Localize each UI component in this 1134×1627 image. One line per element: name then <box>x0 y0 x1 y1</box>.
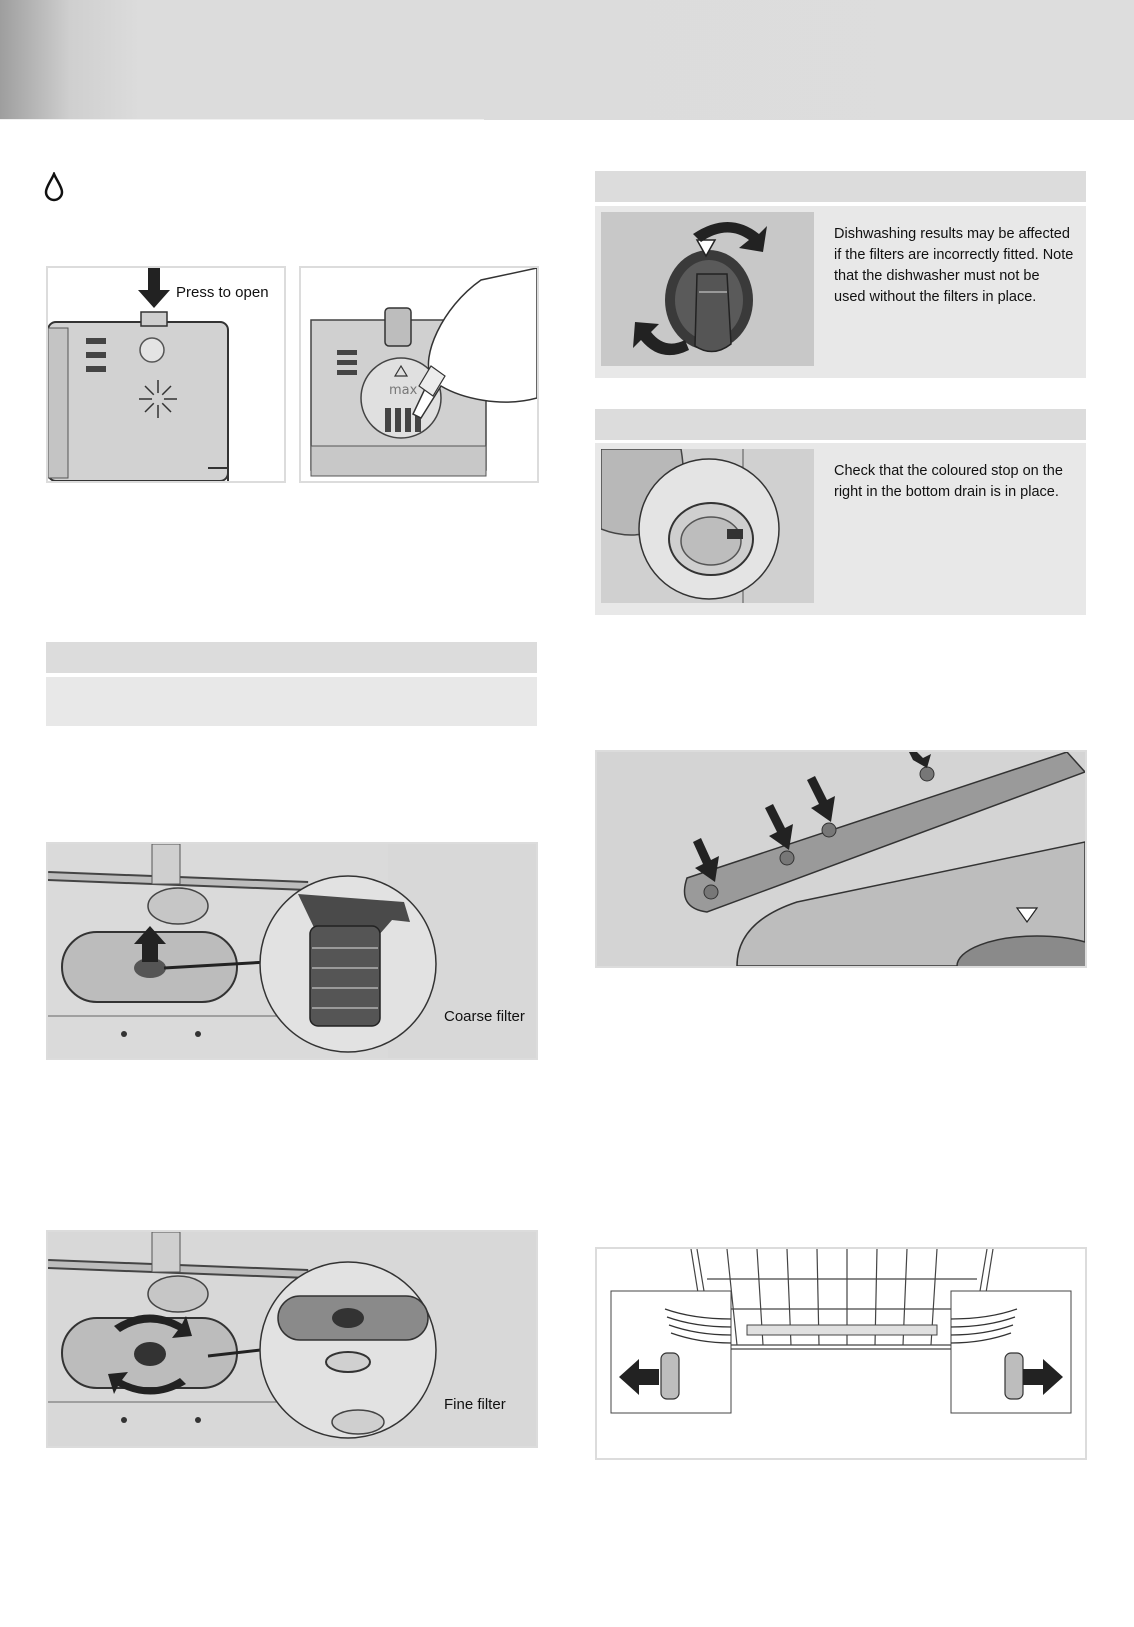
section-note-panel <box>46 677 537 726</box>
caption-coarse-filter: Coarse filter <box>444 1008 525 1025</box>
figure-drain-stop <box>601 449 814 603</box>
figure-dispenser-press <box>46 266 286 483</box>
filters-note-header-bar <box>595 171 1086 202</box>
figure-spray-arm-nozzles <box>595 750 1087 968</box>
figure-fine-filter <box>46 1230 538 1448</box>
header-band <box>0 0 1134 120</box>
section-header-bar <box>46 642 537 673</box>
drain-note-header-bar <box>595 409 1086 440</box>
filters-note-text: Dishwashing results may be affected if t… <box>834 226 1074 305</box>
figure-rinse-aid-fill: max <box>299 266 539 483</box>
drain-note-text: Check that the coloured stop on the righ… <box>834 463 1063 500</box>
figure-coarse-filter <box>46 842 538 1060</box>
caption-fine-filter: Fine filter <box>444 1396 506 1413</box>
figure-basket-rails <box>595 1247 1087 1460</box>
caption-press-to-open: Press to open <box>176 284 269 301</box>
water-drop-icon <box>44 172 64 202</box>
svg-text:max: max <box>389 383 418 398</box>
figure-filter-rotation <box>601 212 814 366</box>
